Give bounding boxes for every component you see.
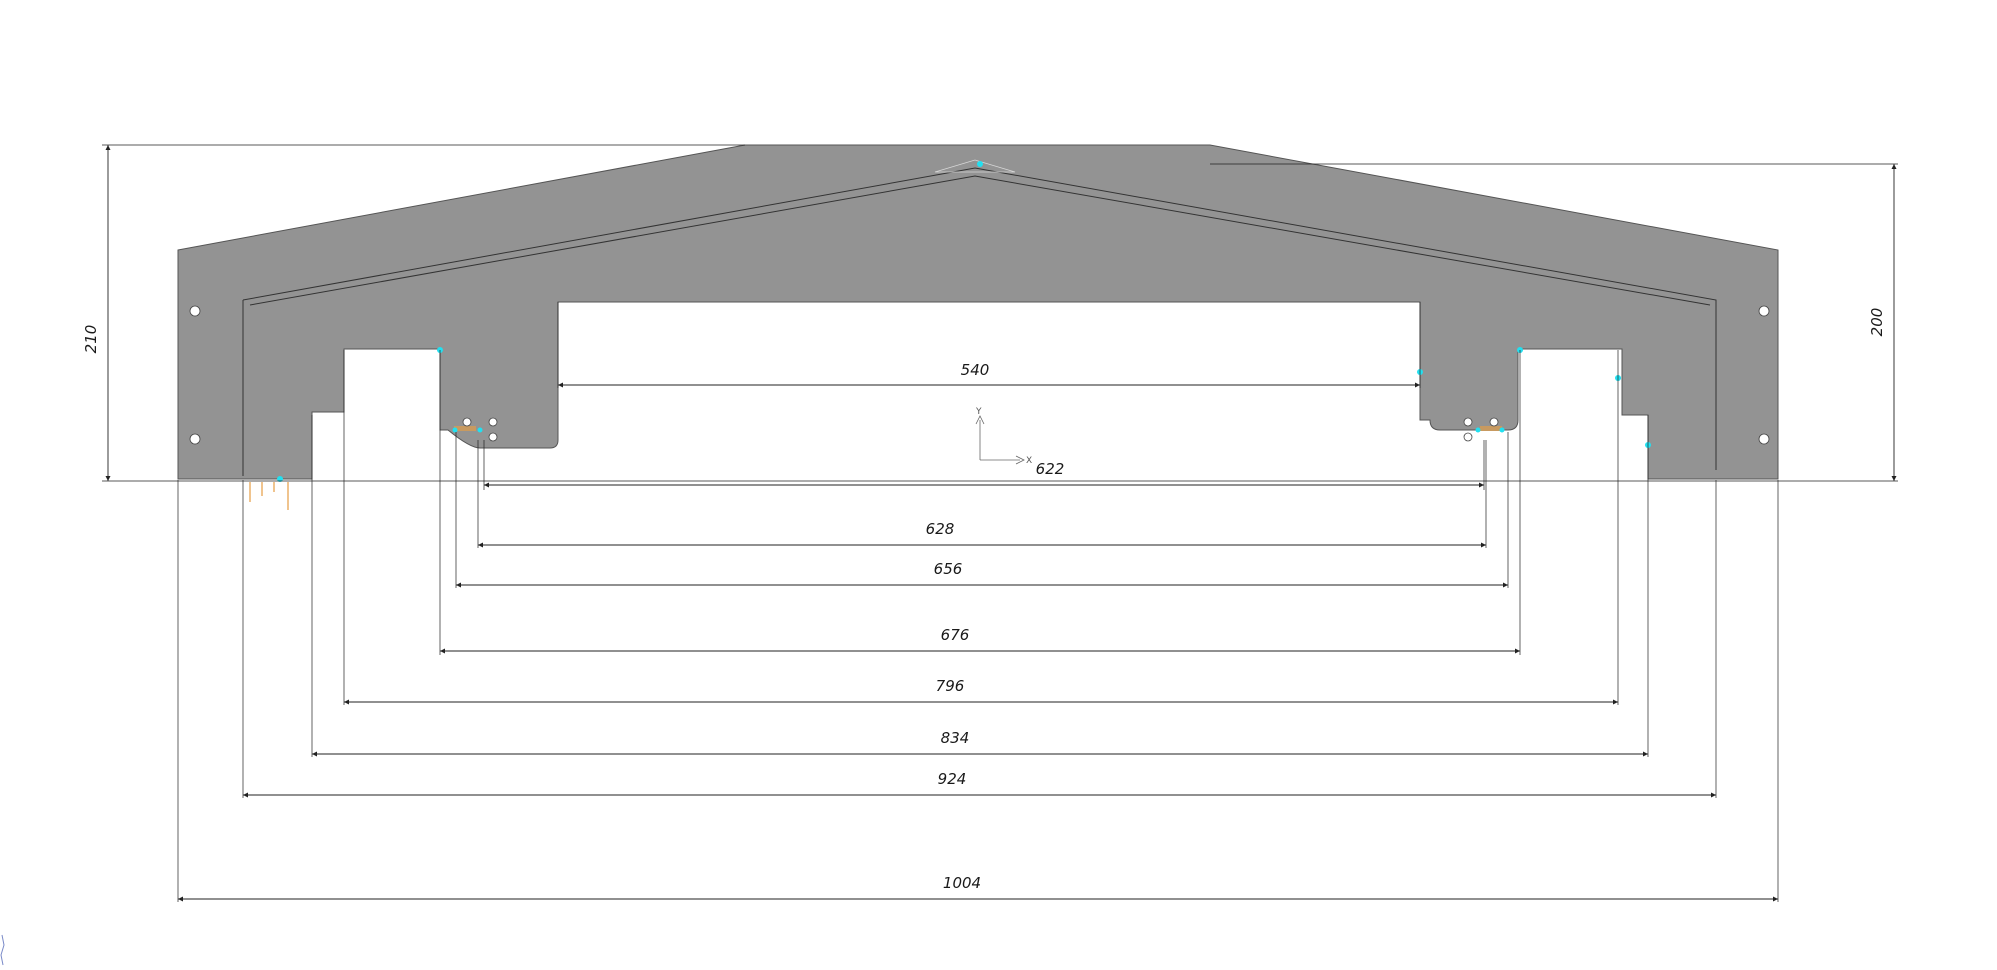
snap-point[interactable] <box>977 161 983 167</box>
dimension-label: 200 <box>1868 308 1886 337</box>
part-profile[interactable] <box>177 144 1779 480</box>
dimension-label: 834 <box>941 729 970 747</box>
axis-y-label: Y <box>975 407 982 417</box>
dimension-label: 628 <box>926 520 955 538</box>
hole-small-6 <box>1463 432 1473 442</box>
hole-bottom-left <box>189 433 201 445</box>
marker-right <box>1480 426 1502 431</box>
hole-top-right <box>1758 305 1770 317</box>
hole-small-1 <box>462 417 472 427</box>
edge-artifact <box>0 934 5 966</box>
dimension-label: 924 <box>938 770 967 788</box>
apex-notch <box>934 159 1016 173</box>
marker-ticks <box>249 482 289 510</box>
mounting-holes <box>189 305 1770 445</box>
dimension-796[interactable]: 796 <box>344 677 1618 705</box>
dimension-label: 656 <box>934 560 963 578</box>
hole-small-5 <box>1489 417 1499 427</box>
dimension-label: 796 <box>936 677 965 695</box>
hole-small-3 <box>488 432 498 442</box>
snap-point[interactable] <box>1475 427 1481 433</box>
hole-small-4 <box>1463 417 1473 427</box>
hole-bottom-right <box>1758 433 1770 445</box>
dimension-628[interactable]: 628 <box>478 520 1486 548</box>
axis-x-label: X <box>1026 456 1032 466</box>
dimension-210[interactable]: 210 <box>82 145 111 481</box>
coordinate-axes: Y X <box>975 407 1032 466</box>
snap-point[interactable] <box>477 427 483 433</box>
dimension-622[interactable]: 622 <box>484 460 1484 488</box>
hole-small-2 <box>488 417 498 427</box>
groove-line-inner <box>249 175 1711 306</box>
dimension-label: 676 <box>941 626 970 644</box>
extension-lines <box>102 144 1898 902</box>
groove-line-outer <box>242 167 1717 470</box>
dimension-1004[interactable]: 1004 <box>178 874 1778 902</box>
dimension-676[interactable]: 676 <box>440 626 1520 654</box>
dimension-label: 1004 <box>943 874 981 892</box>
dimension-656[interactable]: 656 <box>456 560 1508 588</box>
marker-left <box>454 426 476 431</box>
dimension-label: 540 <box>961 361 990 379</box>
dimension-924[interactable]: 924 <box>243 770 1716 798</box>
dimension-label: 622 <box>1036 460 1065 478</box>
dimension-834[interactable]: 834 <box>312 729 1648 757</box>
snap-point[interactable] <box>1499 427 1505 433</box>
snap-point[interactable] <box>277 476 283 482</box>
vertical-dimensions[interactable]: 210 200 <box>82 145 1897 481</box>
hole-top-left <box>189 305 201 317</box>
snap-point[interactable] <box>452 427 458 433</box>
dimension-label: 210 <box>82 325 100 354</box>
horizontal-dimensions[interactable]: 540 622 628 656 676 796 834 924 <box>178 361 1778 902</box>
part-body[interactable] <box>177 144 1779 480</box>
dimension-540[interactable]: 540 <box>558 361 1420 388</box>
dimension-200[interactable]: 200 <box>1868 164 1897 481</box>
